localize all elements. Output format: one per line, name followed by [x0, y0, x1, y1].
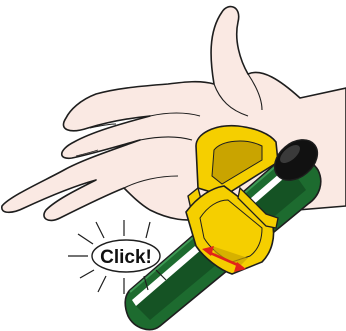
burst-line — [96, 222, 104, 238]
click-callout: Click! — [92, 240, 160, 272]
burst-line — [98, 276, 106, 292]
burst-line — [80, 270, 94, 278]
burst-line — [146, 222, 150, 238]
click-label: Click! — [100, 247, 152, 268]
burst-line — [78, 234, 93, 244]
